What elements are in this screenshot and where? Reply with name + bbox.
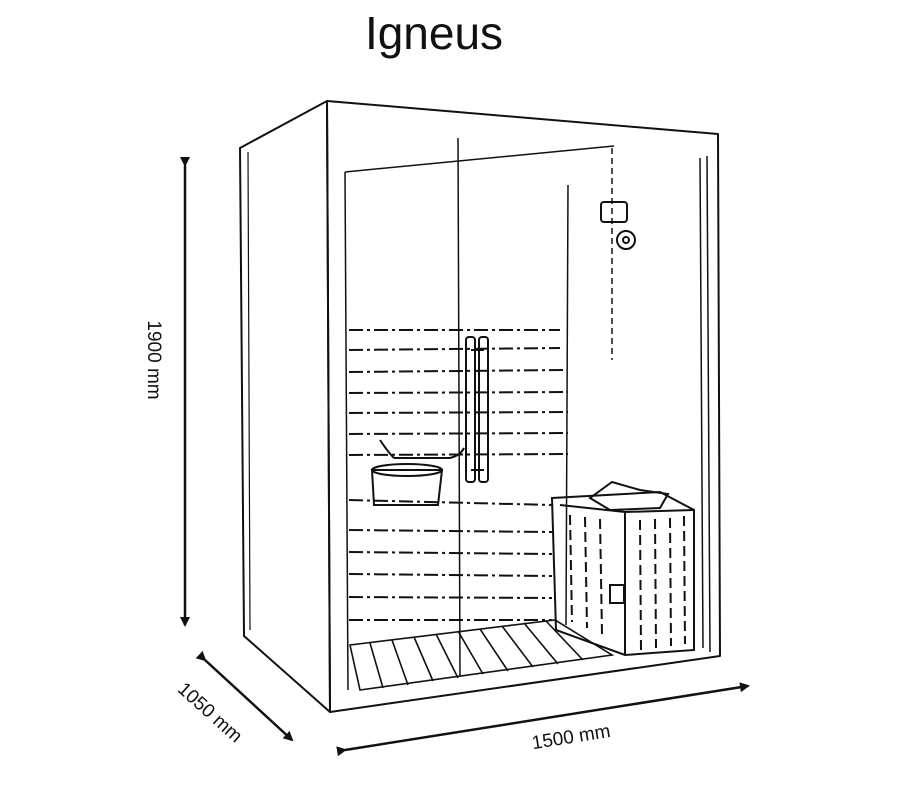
cabin-outline xyxy=(239,100,721,713)
dimension-arrows xyxy=(180,157,750,757)
product-title: Igneus xyxy=(364,7,504,59)
sauna-bucket xyxy=(370,439,465,506)
bench-slats xyxy=(348,329,569,621)
cabin-front-panel xyxy=(326,100,721,713)
cabin-side-panel xyxy=(239,100,331,713)
wall-controls xyxy=(600,201,636,250)
sauna-heater xyxy=(550,480,695,657)
width-label: 1500 mm xyxy=(530,721,612,754)
door-handle xyxy=(465,336,489,483)
glass-door xyxy=(344,137,711,691)
height-label: 1900 mm xyxy=(143,320,164,399)
floor-grate xyxy=(349,619,615,691)
depth-arrow xyxy=(195,650,294,742)
width-arrow xyxy=(336,682,750,757)
